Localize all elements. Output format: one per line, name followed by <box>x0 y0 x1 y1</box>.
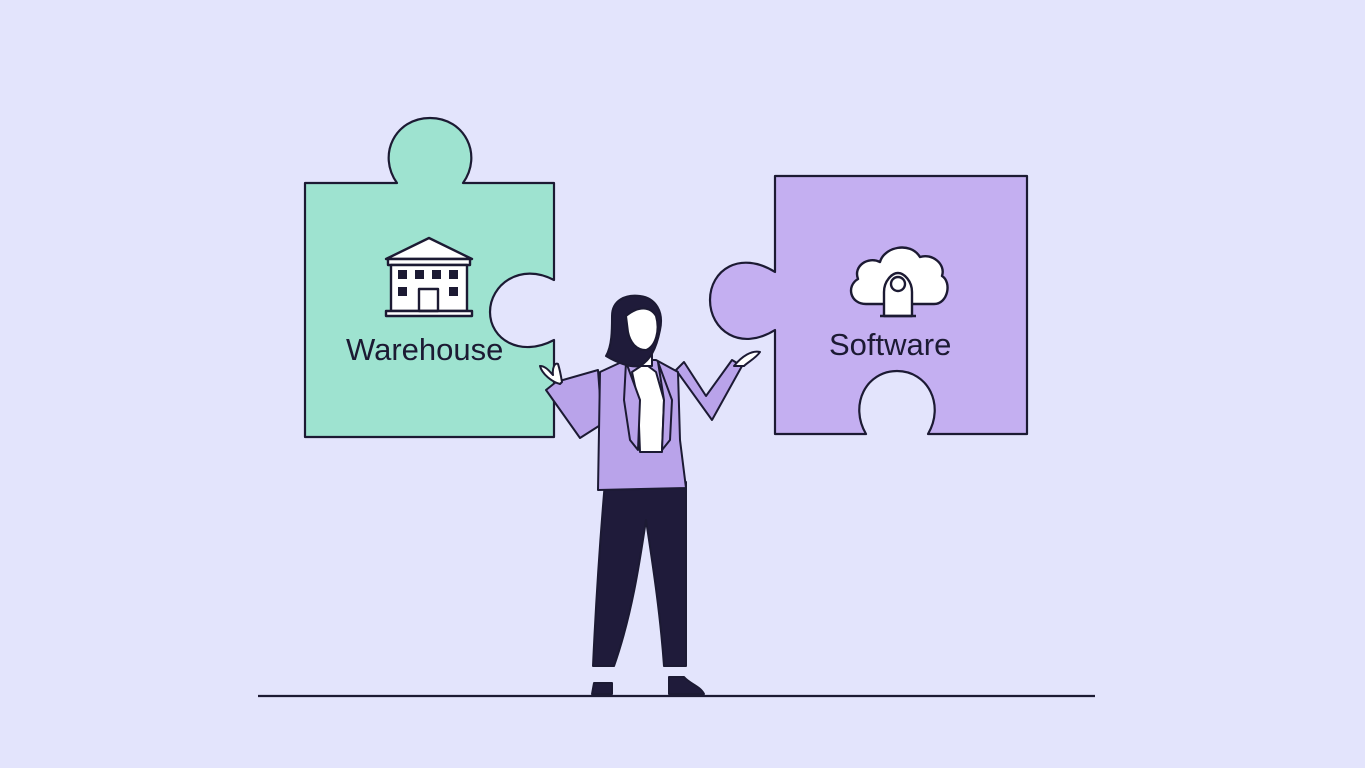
right-lapel <box>657 361 673 451</box>
warehouse-label: Warehouse <box>346 332 503 367</box>
left-shoe <box>591 682 613 695</box>
left-hand <box>539 362 563 385</box>
face <box>625 307 659 351</box>
woman-presenting-figure <box>539 294 761 695</box>
pants <box>592 481 688 667</box>
left-lapel <box>623 361 641 451</box>
right-hand <box>733 350 761 367</box>
right-arm <box>675 359 743 421</box>
right-shoe <box>668 676 705 695</box>
building-icon <box>384 236 474 318</box>
software-label: Software <box>829 327 951 362</box>
cloud-connector-icon <box>849 246 949 318</box>
software-puzzle-piece: Software <box>708 174 1029 436</box>
warehouse-puzzle-piece: Warehouse <box>303 116 556 439</box>
